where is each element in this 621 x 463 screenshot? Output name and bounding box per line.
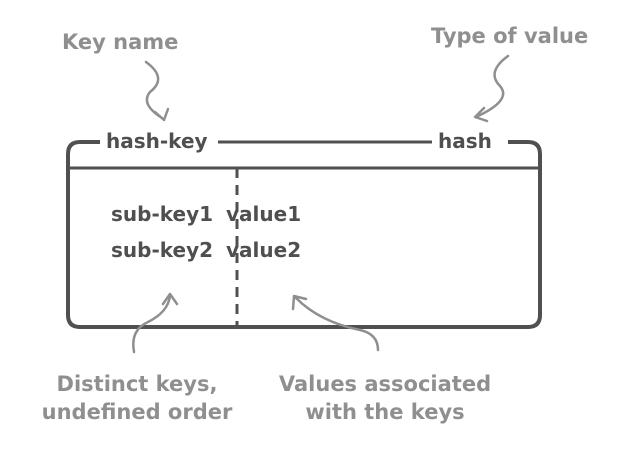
distinct-keys-arrowhead bbox=[161, 292, 179, 306]
values-associated-annotation: Values associated with the keys bbox=[270, 370, 500, 426]
values-associated-line-1: Values associated bbox=[278, 372, 492, 396]
values-associated-line-2: with the keys bbox=[305, 400, 465, 424]
value-2: value2 bbox=[226, 238, 302, 262]
distinct-keys-annotation: Distinct keys, undefined order bbox=[32, 370, 242, 426]
type-arrowhead bbox=[473, 106, 489, 123]
subkey-2: sub-key2 bbox=[111, 238, 214, 262]
values-arrowhead bbox=[291, 294, 308, 311]
distinct-keys-line-2: undefined order bbox=[41, 400, 233, 424]
distinct-keys-arrow bbox=[132, 294, 172, 354]
key-name-arrowhead bbox=[153, 107, 170, 122]
hash-type-label: hash bbox=[432, 129, 498, 153]
key-name-annotation: Key name bbox=[62, 30, 179, 54]
hash-box-outline bbox=[66, 140, 542, 329]
distinct-keys-line-1: Distinct keys, bbox=[56, 372, 218, 396]
hash-key-label: hash-key bbox=[100, 129, 214, 153]
type-arrow bbox=[476, 54, 510, 118]
value-1: value1 bbox=[226, 202, 302, 226]
subkey-1: sub-key1 bbox=[111, 202, 214, 226]
values-arrow bbox=[294, 296, 380, 352]
type-of-value-annotation: Type of value bbox=[431, 24, 589, 48]
key-name-arrow bbox=[144, 60, 164, 120]
